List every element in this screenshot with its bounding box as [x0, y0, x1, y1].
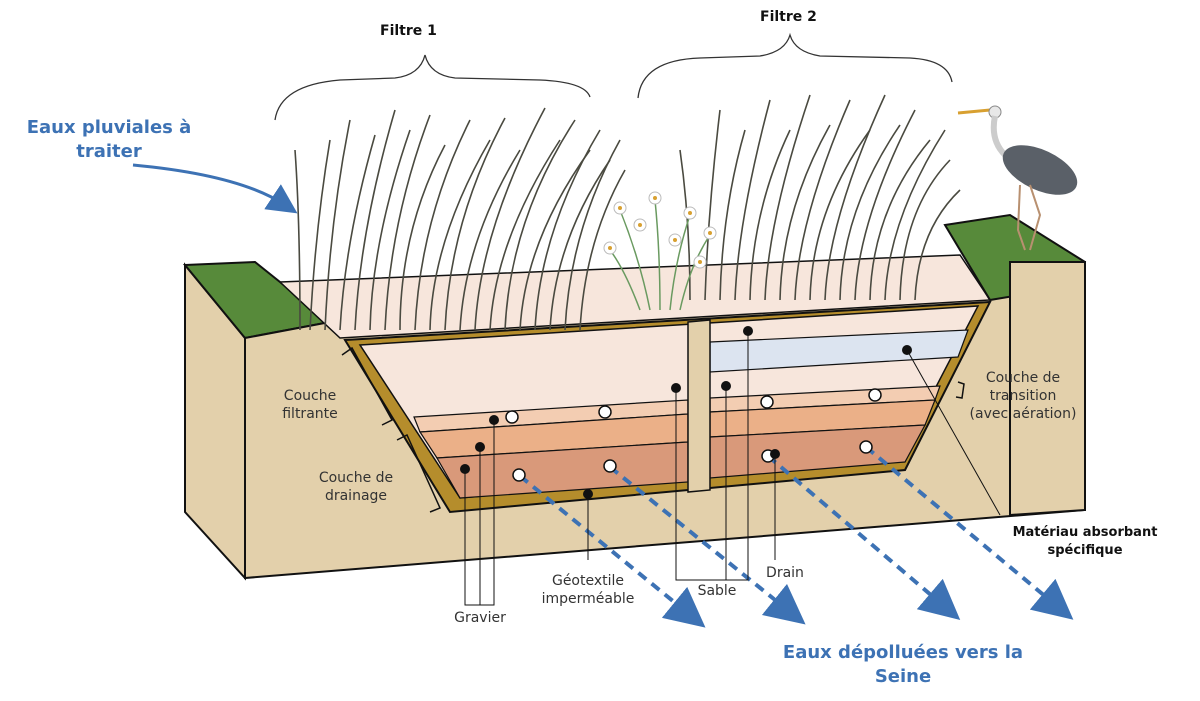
- callout-lines: [464, 330, 1001, 606]
- right-bank-face: [1009, 261, 1086, 517]
- inflow-label-line-2: traiter: [76, 141, 142, 162]
- absorbent-material-label: Matériau absorbant spécifique: [1010, 524, 1160, 560]
- absorbent-line-1: Matériau absorbant: [1012, 525, 1158, 540]
- outflow-label: Eaux dépolluées vers la Seine: [768, 641, 1038, 689]
- outflow-arrow-3: [766, 454, 961, 620]
- inflow-label-line-1: Eaux pluviales à: [26, 117, 192, 138]
- outflow-arrow-2: [608, 465, 806, 625]
- right-bank: [943, 213, 1087, 517]
- sand-label: Sable: [697, 583, 737, 599]
- outflow-arrow-1: [518, 474, 706, 628]
- drainage-layer-label: Couche de drainage: [310, 469, 402, 505]
- filter-2-brace: [637, 32, 953, 99]
- filtering-layer-label: Couche filtrante: [270, 387, 350, 423]
- daisy-plants: [603, 191, 717, 311]
- absorbent-line-2: spécifique: [1047, 543, 1123, 558]
- drain-label: Drain: [766, 565, 804, 581]
- center-divider: [687, 319, 711, 493]
- drainage-layer-line-2: drainage: [324, 488, 388, 504]
- heron-illustration: [957, 105, 1078, 251]
- filter-1-layers: [413, 399, 689, 499]
- transition-layer-line-2: transition: [989, 388, 1057, 404]
- outflow-label-line-2: Seine: [874, 666, 932, 687]
- filtering-layer-line-2: filtrante: [282, 406, 338, 422]
- transition-layer-line-3: (avec aération): [969, 406, 1077, 422]
- drainage-layer-line-1: Couche de: [318, 470, 394, 486]
- inflow-label: Eaux pluviales à traiter: [14, 116, 204, 164]
- filter-1-brace: [274, 54, 591, 121]
- filter-1-heading: Filtre 1: [380, 23, 437, 39]
- outflow-arrow-4: [864, 445, 1074, 620]
- reeds-filter-1: [294, 107, 626, 331]
- drain-pipes: [505, 388, 882, 482]
- outflow-arrows: [518, 445, 1074, 628]
- filtering-layer-line-1: Couche: [283, 388, 337, 404]
- inflow-arrow: [132, 163, 298, 214]
- transition-layer-bracket: [955, 381, 965, 399]
- transition-layer-line-1: Couche de: [985, 370, 1061, 386]
- filter-2-heading: Filtre 2: [760, 9, 817, 25]
- gravel-label: Gravier: [454, 610, 506, 626]
- geotextile-label: Géotextile imperméable: [532, 572, 644, 608]
- geotextile-line-2: imperméable: [541, 591, 635, 607]
- filtering-layer-bracket: [341, 346, 394, 426]
- outflow-label-line-1: Eaux dépolluées vers la: [782, 642, 1024, 663]
- callout-dots: [460, 326, 912, 499]
- transition-layer-label: Couche de transition (avec aération): [962, 369, 1084, 423]
- geotextile-line-1: Géotextile: [551, 573, 625, 589]
- drainage-layer-bracket: [396, 433, 442, 513]
